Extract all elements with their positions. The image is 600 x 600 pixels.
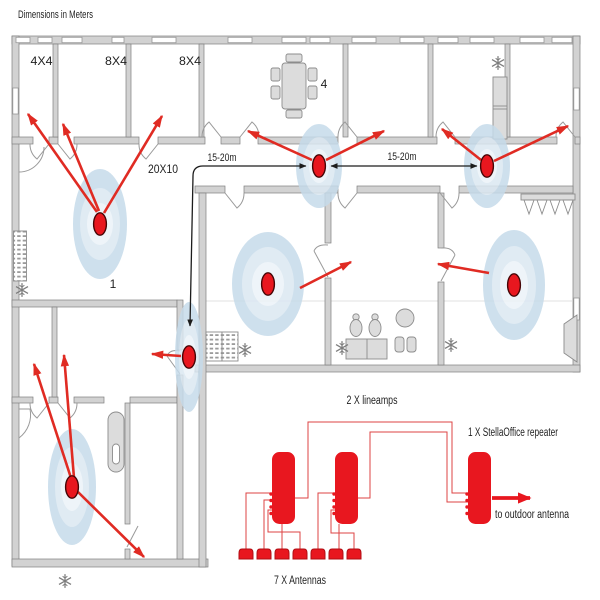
- repeater: [468, 452, 491, 524]
- antenna-dots: [64, 154, 522, 499]
- ac-unit-icon: [444, 337, 458, 353]
- signal-arrow: [150, 350, 182, 359]
- signal-arrow: [325, 129, 386, 162]
- schematic-antennas: [238, 548, 362, 560]
- ceiling-antenna-4: [260, 272, 276, 296]
- room-label-20x10: 20X10: [148, 162, 178, 176]
- ceiling-antenna-3: [479, 154, 495, 178]
- room-label-4: 4: [321, 77, 328, 91]
- ceiling-antenna-2: [311, 154, 327, 178]
- schematic-antenna: [274, 548, 290, 560]
- signal-arrow: [436, 261, 490, 275]
- ceiling-antenna-5: [506, 273, 522, 297]
- device-pins: [269, 492, 469, 516]
- furniture: [13, 53, 578, 589]
- room-label-8x4-b: 8X4: [179, 54, 201, 68]
- round-table: [394, 308, 417, 353]
- schematic-antenna: [328, 548, 344, 560]
- signal-arrow: [299, 260, 353, 290]
- signal-arrow: [102, 114, 164, 214]
- distance-label-right: 15-20m: [388, 151, 417, 163]
- room-label-4x4: 4X4: [31, 54, 53, 68]
- schematic-antenna: [292, 548, 308, 560]
- ac-unit-icon: [58, 573, 72, 589]
- toilets: [345, 313, 388, 360]
- page-title: Dimensions in Meters: [18, 9, 93, 21]
- outdoor-label: to outdoor antenna: [495, 509, 569, 521]
- signal-arrow: [440, 127, 482, 162]
- conference-table: [270, 53, 318, 119]
- antennas-label: 7 X Antennas: [274, 575, 326, 587]
- lineamps-label: 2 X lineamps: [347, 395, 398, 407]
- schematic-antenna: [256, 548, 272, 560]
- doors: [18, 121, 576, 548]
- schematic-antenna: [238, 548, 254, 560]
- signal-arrow: [26, 112, 99, 213]
- wall-shelf: [13, 230, 27, 282]
- lineamp-1: [272, 452, 295, 524]
- signal-arrow: [246, 129, 313, 162]
- repeater-label: 1 X StellaOffice repeater: [468, 427, 558, 439]
- schematic-antenna: [346, 548, 362, 560]
- signal-arrows: [26, 112, 570, 558]
- signal-arrow: [32, 362, 73, 479]
- lineamp-2: [335, 452, 358, 524]
- room-label-8x4-a: 8X4: [105, 54, 127, 68]
- schematic: [238, 421, 532, 560]
- bookshelf: [205, 331, 239, 362]
- windows: [12, 36, 580, 321]
- signal-arrow: [77, 491, 145, 558]
- labels: Dimensions in Meters 4X4 8X4 8X4 4 20X10…: [18, 9, 569, 587]
- ceiling-antenna-7: [64, 475, 80, 499]
- ac-unit-icon: [491, 55, 505, 71]
- signal-arrow: [493, 124, 570, 163]
- room-label-1: 1: [110, 277, 117, 291]
- distance-label-left: 15-20m: [208, 152, 237, 164]
- ceiling-antenna-6: [181, 345, 197, 369]
- ceiling-antenna-1: [92, 212, 108, 236]
- door-panel: [107, 411, 125, 473]
- signal-arrow: [61, 122, 101, 212]
- ac-unit-icon: [238, 342, 252, 358]
- coat-rack: [520, 193, 576, 216]
- schematic-antenna: [310, 548, 326, 560]
- measurement-lines: [187, 163, 478, 327]
- signal-arrow: [60, 353, 76, 479]
- speaker: [563, 314, 578, 363]
